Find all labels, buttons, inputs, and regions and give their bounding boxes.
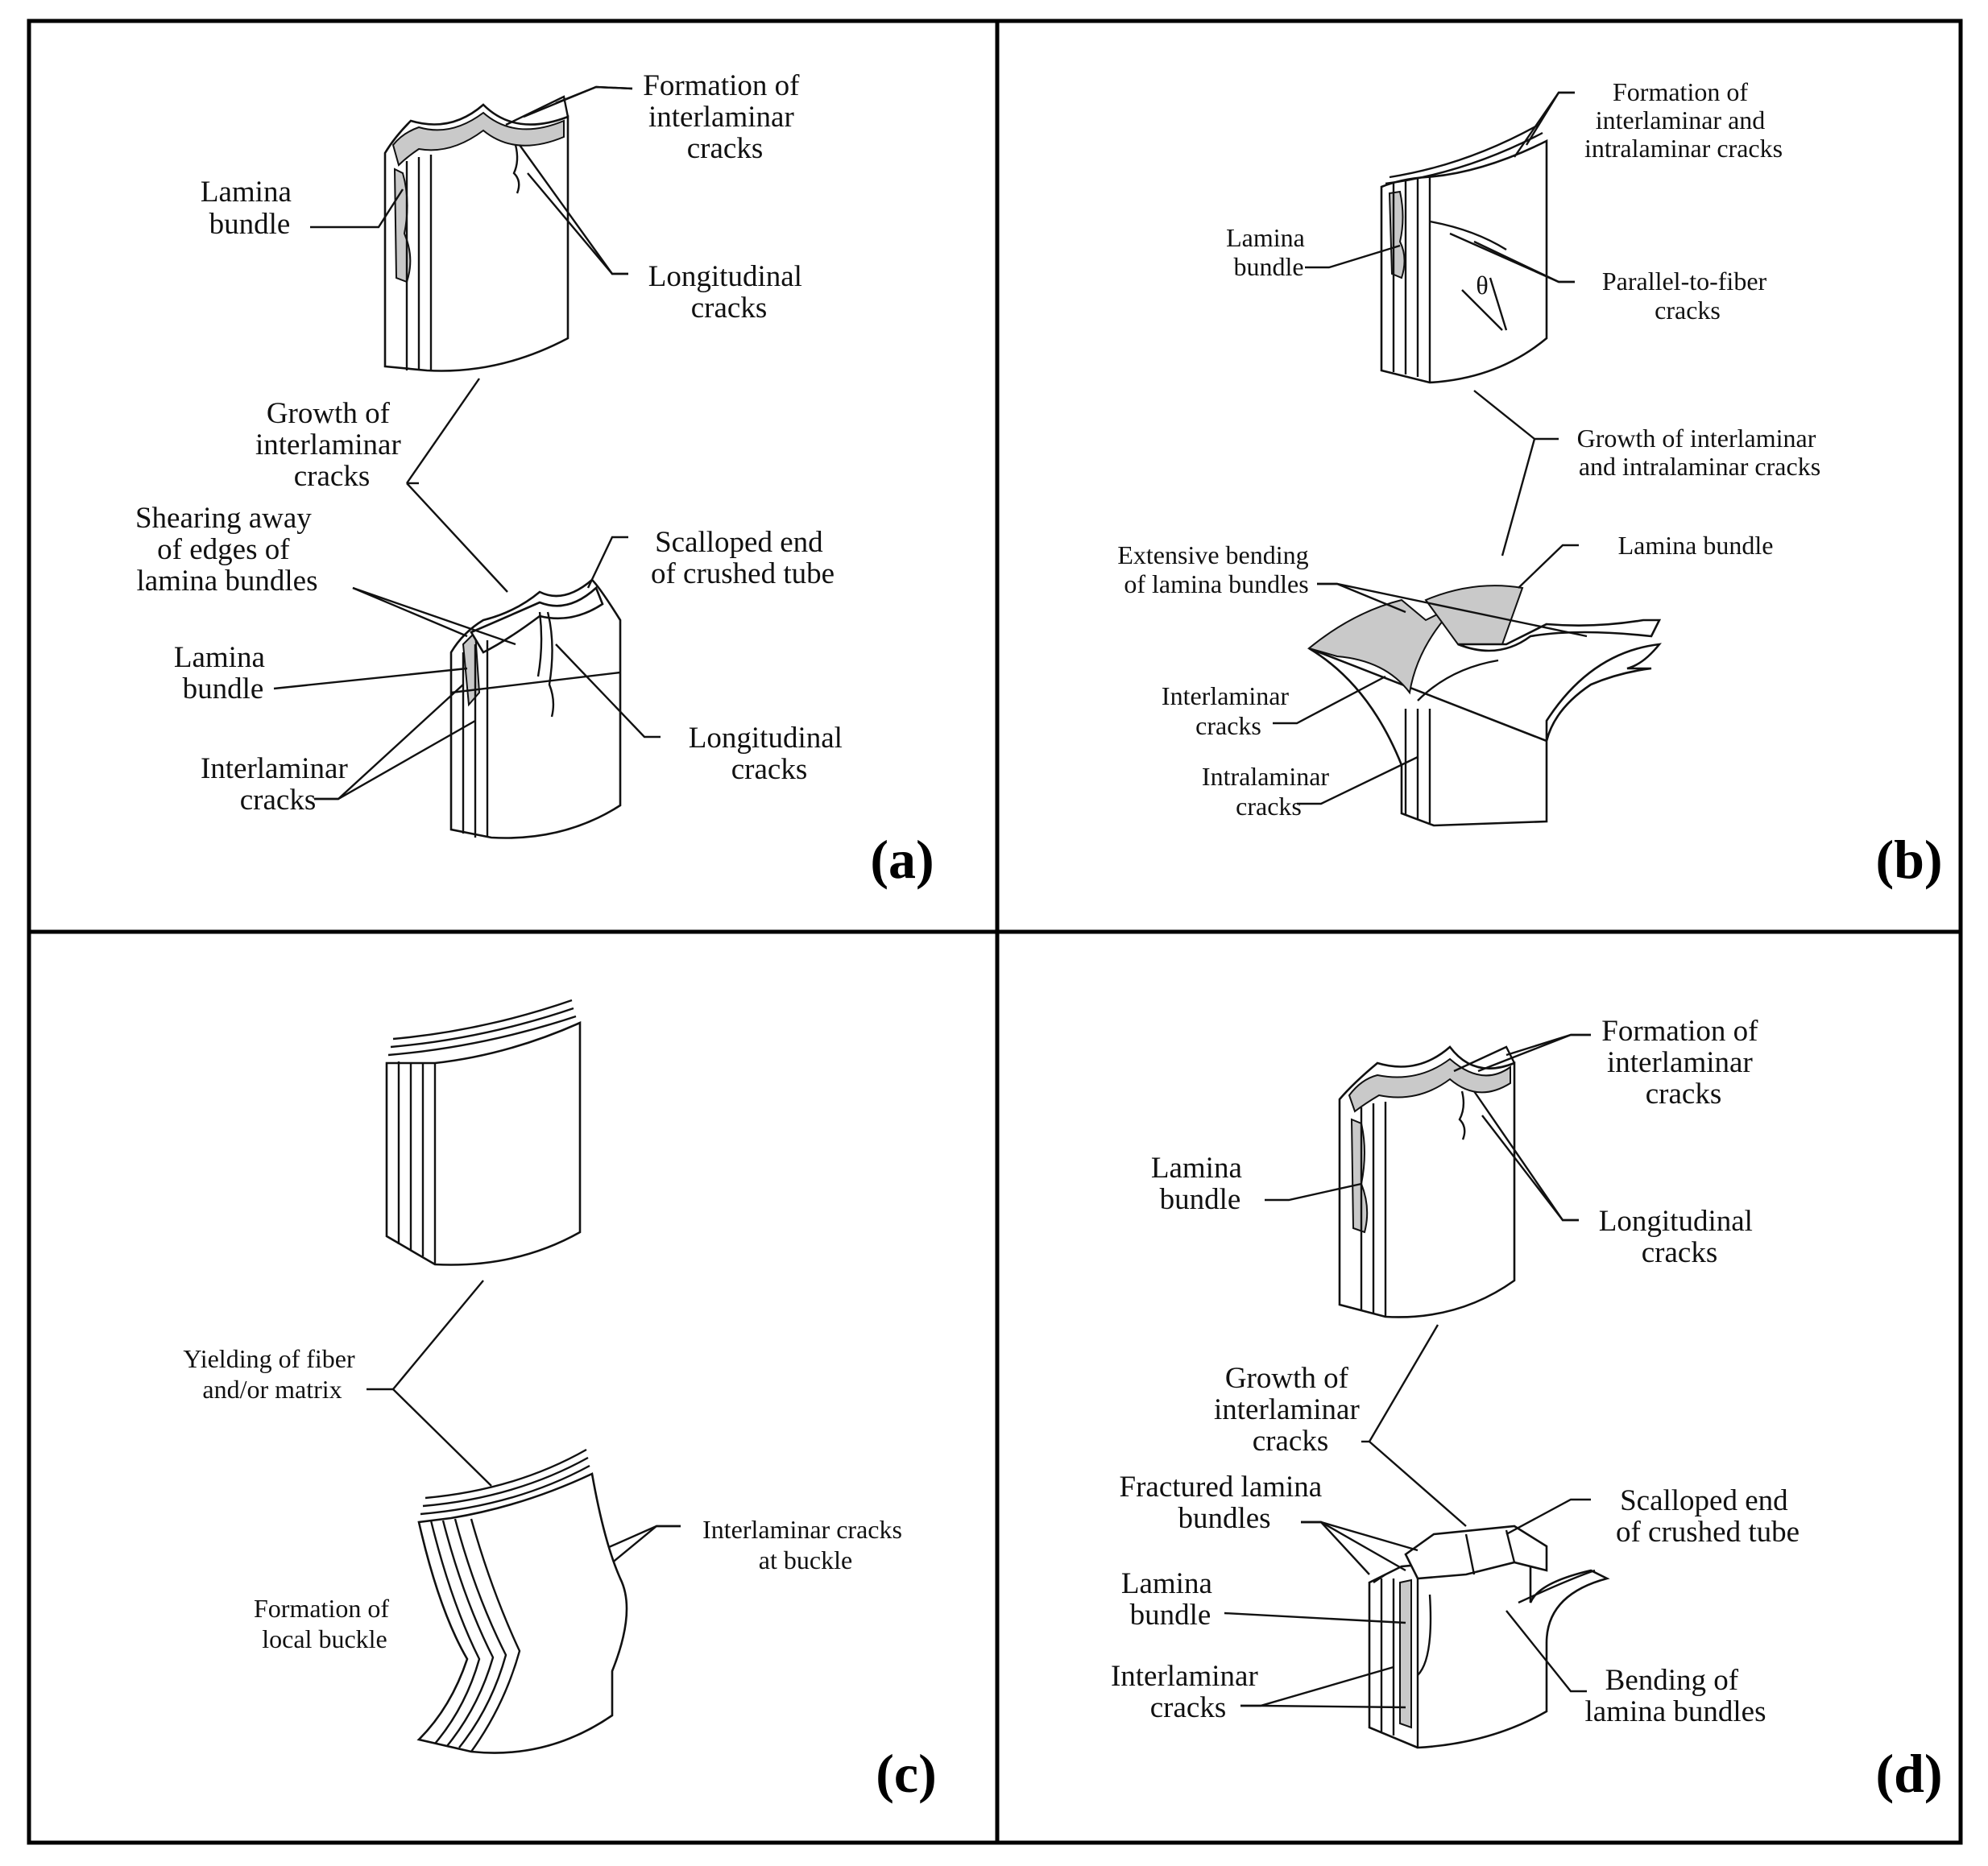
- a-lamina-top-label: Lamina bundle: [201, 176, 299, 241]
- panel-a-tag: (a): [870, 829, 934, 890]
- panel-b-labels: Formation of interlaminar and intralamin…: [1117, 77, 1942, 890]
- b-lamina-top-label: Lamina bundle: [1226, 223, 1311, 281]
- b-interlaminar-label: Interlaminar cracks: [1162, 681, 1295, 740]
- d-lamina-top-label: Lamina bundle: [1151, 1152, 1249, 1216]
- d-growth-label: Growth of interlaminar cracks: [1214, 1362, 1367, 1458]
- a-longitudinal-top-label: Longitudinal cracks: [648, 260, 810, 325]
- panel-c: Yielding of fiber and/or matrix Interlam…: [183, 999, 937, 1804]
- panel-c-labels: Yielding of fiber and/or matrix Interlam…: [183, 1344, 936, 1804]
- b-parallel-label: Parallel-to-fiber cracks: [1602, 267, 1773, 325]
- a-lamina-bottom-label: Lamina bundle: [174, 641, 272, 705]
- panel-c-bottom-specimen: [416, 1448, 628, 1754]
- c-yielding-label: Yielding of fiber and/or matrix: [183, 1344, 361, 1404]
- panel-a: Formation of interlaminar cracks Lamina …: [135, 69, 934, 890]
- panel-d-top-specimen: [1338, 1045, 1516, 1318]
- panel-b-top-leaders: [1305, 91, 1575, 556]
- panel-d-top-leaders: [1265, 1033, 1591, 1527]
- d-scalloped-label: Scalloped end of crushed tube: [1616, 1484, 1800, 1549]
- b-intralaminar-label: Intralaminar cracks: [1202, 762, 1336, 821]
- b-extensive-label: Extensive bending of lamina bundles: [1117, 540, 1315, 598]
- b-theta-label: θ: [1476, 271, 1488, 300]
- panel-b-bottom-leaders: [1273, 544, 1588, 805]
- panel-a-top-leaders: [310, 85, 633, 593]
- panel-d-bottom-leaders: [1224, 1498, 1591, 1709]
- c-interlaminar-buckle-label: Interlaminar cracks at buckle: [702, 1515, 909, 1574]
- d-bending-label: Bending of lamina bundles: [1584, 1664, 1766, 1728]
- b-formation-label: Formation of interlaminar and intralamin…: [1584, 77, 1783, 163]
- c-local-buckle-label: Formation of local buckle: [254, 1594, 396, 1653]
- panel-c-tag: (c): [876, 1743, 936, 1804]
- d-fractured-label: Fractured lamina bundles: [1120, 1471, 1330, 1535]
- panel-a-bottom-leaders: [273, 536, 661, 801]
- panel-b-top-specimen: [1380, 123, 1548, 384]
- d-lamina-bottom-label: Lamina bundle: [1121, 1567, 1220, 1632]
- a-interlaminar-label: Interlaminar cracks: [201, 752, 355, 817]
- panel-d: Formation of interlaminar cracks Lamina …: [1111, 1015, 1943, 1804]
- panel-d-tag: (d): [1875, 1743, 1942, 1804]
- b-lamina-bundle-label: Lamina bundle: [1618, 531, 1774, 560]
- a-scalloped-label: Scalloped end of crushed tube: [651, 526, 835, 590]
- d-formation-label: Formation of interlaminar cracks: [1601, 1015, 1765, 1111]
- panel-a-top-specimen: [383, 95, 569, 372]
- d-interlaminar-label: Interlaminar cracks: [1111, 1660, 1265, 1724]
- a-formation-label: Formation of interlaminar cracks: [643, 69, 806, 165]
- panel-b: Formation of interlaminar and intralamin…: [1117, 77, 1942, 890]
- panel-d-labels: Formation of interlaminar cracks Lamina …: [1111, 1015, 1943, 1804]
- panel-c-top-specimen: [385, 999, 582, 1266]
- d-longitudinal-label: Longitudinal cracks: [1599, 1205, 1760, 1269]
- a-growth-label: Growth of interlaminar cracks: [255, 397, 408, 493]
- panel-d-bottom-specimen: [1368, 1525, 1610, 1749]
- panel-a-bottom-specimen: [449, 578, 622, 839]
- panel-frames: [27, 19, 1963, 1845]
- a-shearing-label: Shearing away of edges of lamina bundles: [135, 502, 319, 598]
- panel-a-labels: Formation of interlaminar cracks Lamina …: [135, 69, 934, 890]
- a-longitudinal-bottom-label: Longitudinal cracks: [689, 722, 850, 786]
- b-growth-label: Growth of interlaminar and intralaminar …: [1577, 424, 1823, 481]
- panel-b-tag: (b): [1875, 829, 1942, 890]
- panel-b-bottom-specimen: [1307, 585, 1662, 827]
